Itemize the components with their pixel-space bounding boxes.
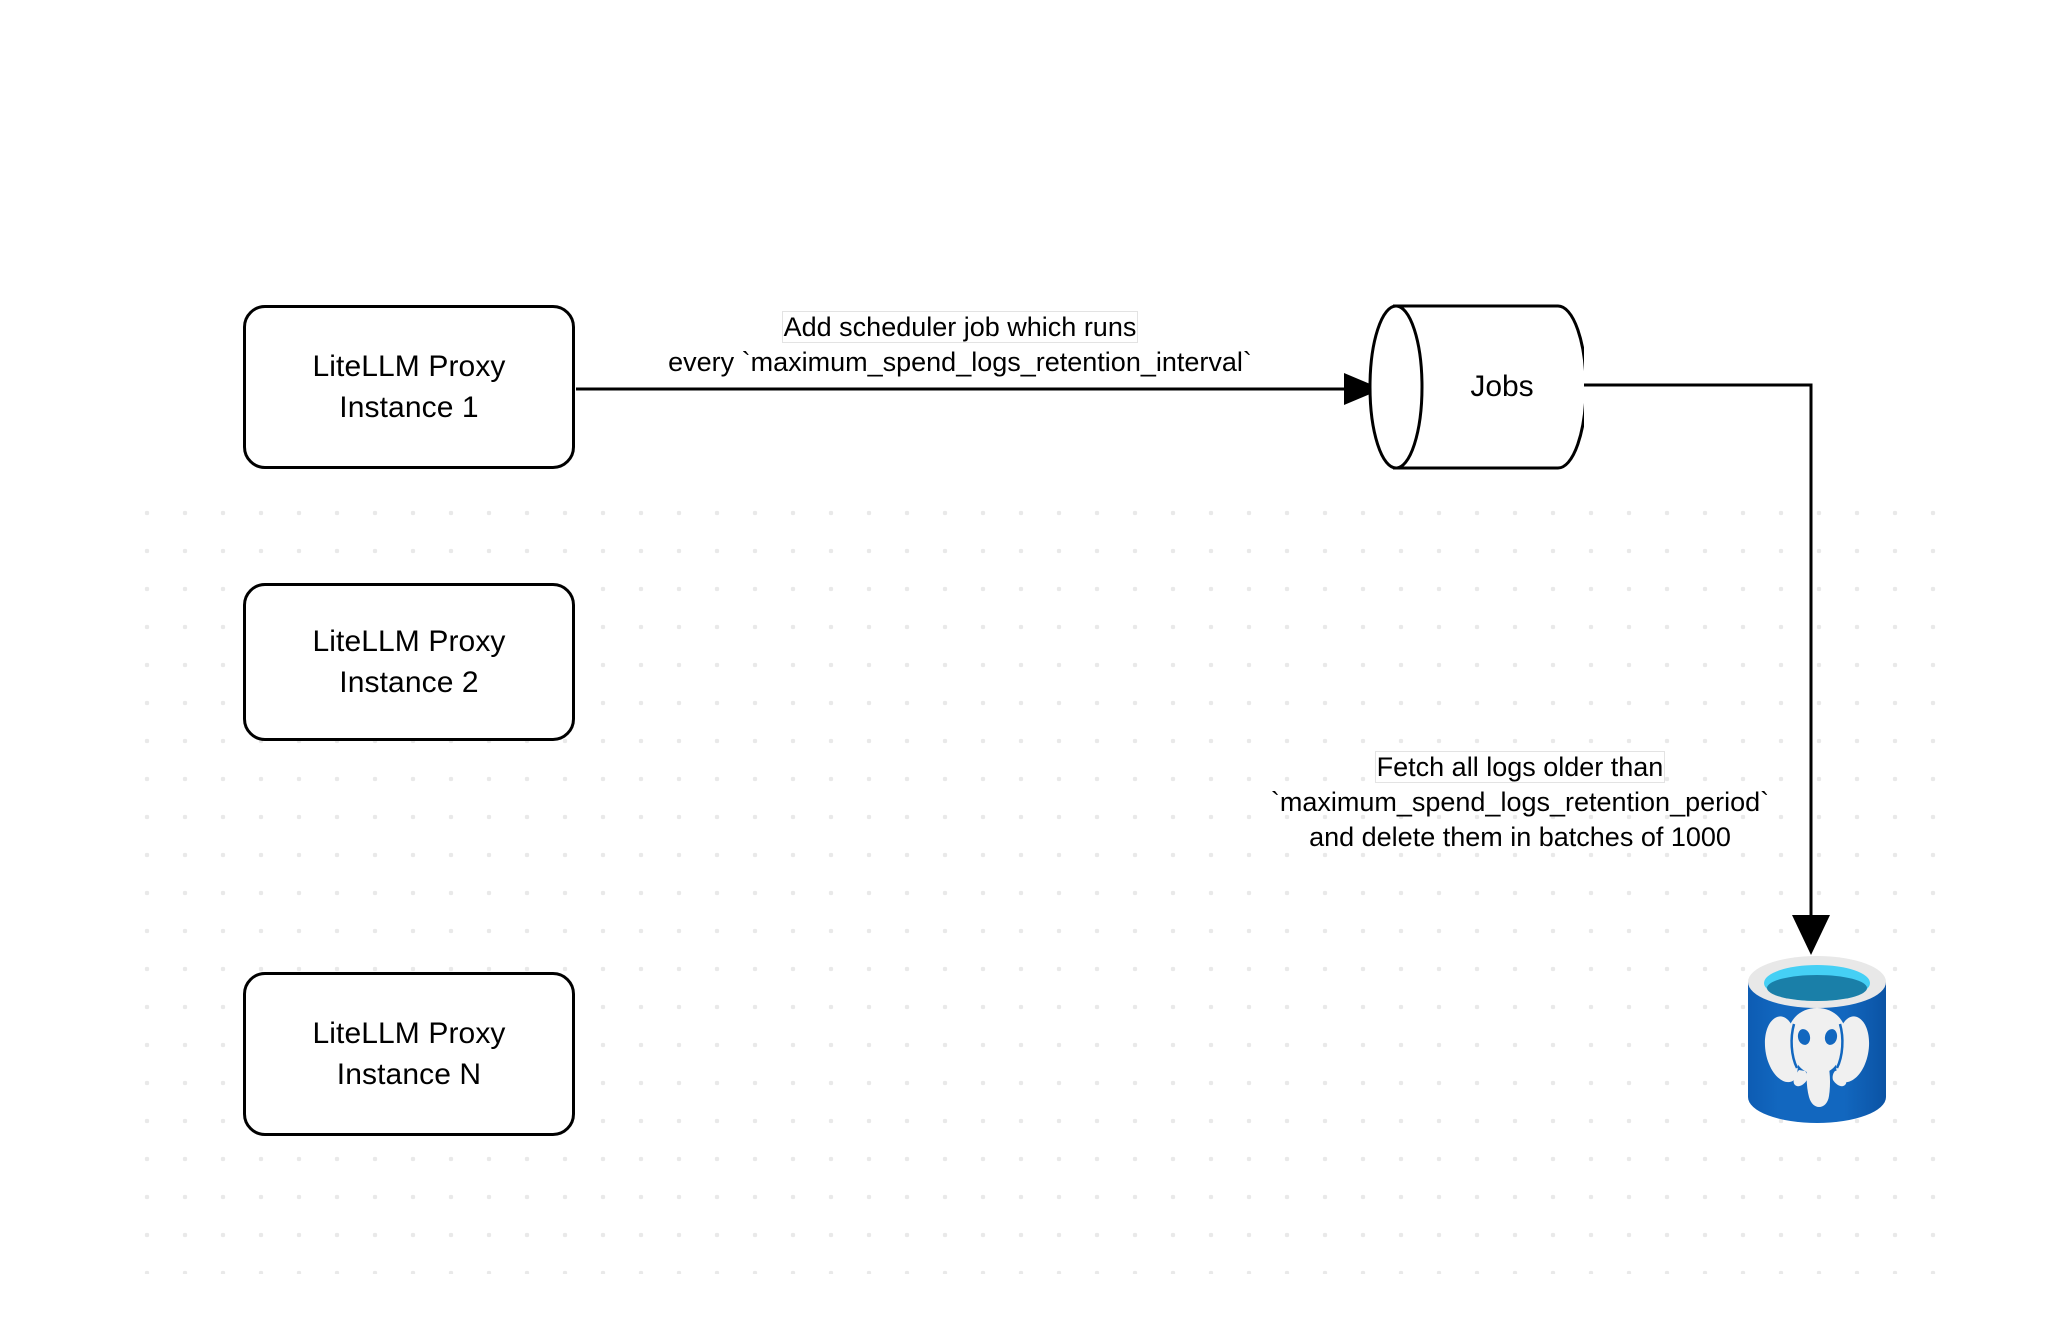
edge-label-line-3: and delete them in batches of 1000 — [1309, 822, 1731, 852]
edge-label-line-1: Fetch all logs older than — [1374, 751, 1666, 783]
node-label-line2: Instance 1 — [339, 391, 479, 424]
node-postgres-database[interactable] — [1742, 952, 1892, 1128]
edge-label-line-2: `maximum_spend_logs_retention_period` — [1270, 787, 1770, 817]
node-litellm-proxy-instance-2[interactable]: LiteLLM Proxy Instance 2 — [243, 583, 575, 741]
edge-label-fetch-and-delete-logs: Fetch all logs older than `maximum_spend… — [1230, 750, 1810, 855]
postgresql-elephant-icon — [1748, 956, 1886, 1123]
node-label-line1: LiteLLM Proxy — [312, 350, 506, 383]
edge-jobs-to-postgres-arrowhead — [1792, 915, 1830, 955]
node-label-line1: LiteLLM Proxy — [312, 625, 506, 658]
node-label-line1: LiteLLM Proxy — [312, 1017, 506, 1050]
cylinder-shape — [1368, 304, 1584, 470]
edge-label-add-scheduler-job: Add scheduler job which runs every `maxi… — [620, 310, 1300, 380]
node-jobs-queue[interactable]: Jobs — [1368, 303, 1584, 471]
edge-label-line-1: Add scheduler job which runs — [781, 311, 1139, 343]
edge-label-line-2: every `maximum_spend_logs_retention_inte… — [668, 347, 1252, 377]
node-jobs-label: Jobs — [1470, 370, 1534, 403]
node-litellm-proxy-instance-n[interactable]: LiteLLM Proxy Instance N — [243, 972, 575, 1136]
node-label-line2: Instance 2 — [339, 666, 479, 699]
node-label-line2: Instance N — [336, 1058, 482, 1091]
node-litellm-proxy-instance-1[interactable]: LiteLLM Proxy Instance 1 — [243, 305, 575, 469]
